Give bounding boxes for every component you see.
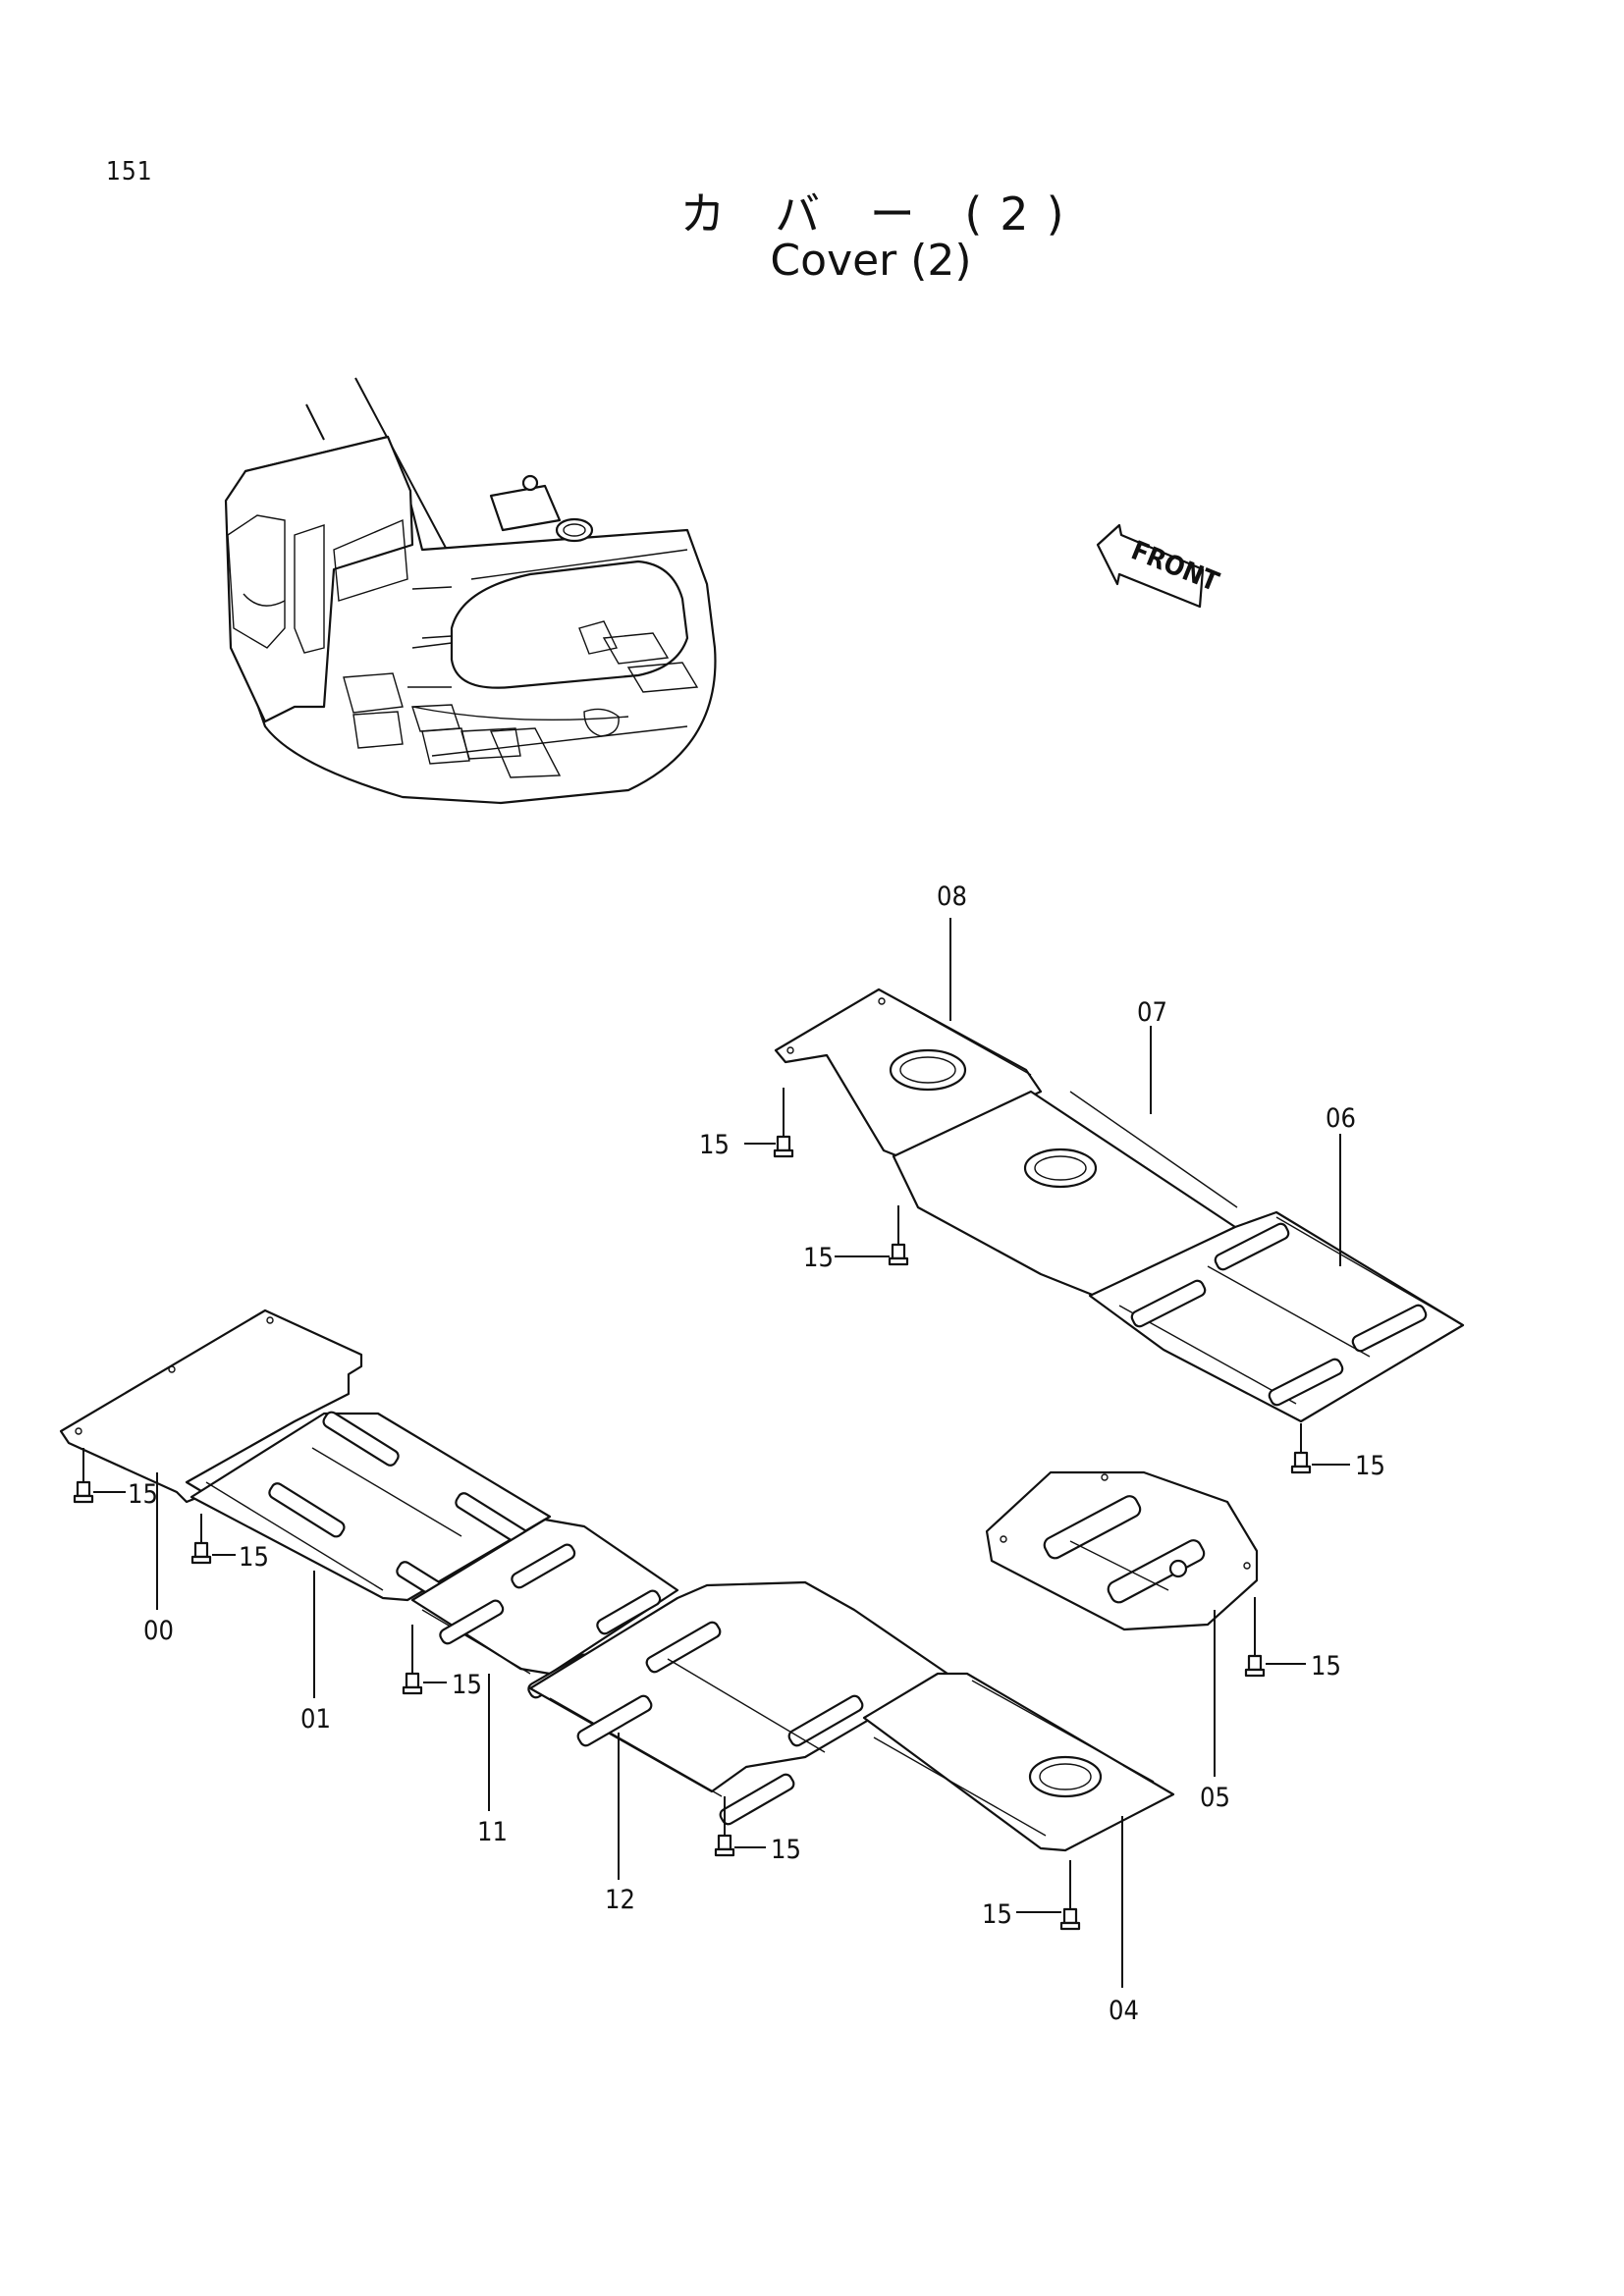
cover-part-04	[862, 1672, 1175, 1852]
upper-cover-assembly	[774, 988, 1465, 1423]
callout-15: 15	[239, 1542, 269, 1573]
cover-part-00	[59, 1308, 363, 1504]
callout-15: 15	[1311, 1651, 1341, 1682]
callout-15: 15	[771, 1835, 801, 1865]
callout-15: 15	[803, 1243, 834, 1273]
title-english: Cover (2)	[770, 236, 972, 286]
callout-15: 15	[982, 1899, 1012, 1930]
bolt-icon	[190, 1514, 212, 1565]
callout-15: 15	[1355, 1451, 1385, 1481]
callout-11: 11	[477, 1817, 508, 1847]
excavator-overview	[224, 377, 717, 805]
bolt-icon	[1244, 1597, 1266, 1678]
bolts	[73, 1088, 1312, 1931]
cover-part-12	[528, 1580, 949, 1793]
bolt-icon	[402, 1625, 423, 1695]
lower-cover-assembly	[59, 1308, 1175, 1852]
callout-15: 15	[128, 1479, 158, 1510]
bolt-icon	[1059, 1860, 1081, 1931]
leader-lines	[93, 918, 1350, 1988]
front-direction-arrow: FRONT	[1096, 523, 1223, 609]
title-japanese: カ バ ー (2)	[679, 187, 1082, 240]
callout-00: 00	[143, 1616, 174, 1646]
bolt-icon	[1290, 1423, 1312, 1474]
bolt-icon	[888, 1205, 909, 1266]
cover-part-01	[189, 1412, 552, 1602]
bolt-icon	[714, 1796, 735, 1857]
callout-12: 12	[605, 1885, 635, 1915]
bolt-icon	[73, 1448, 94, 1504]
callout-15: 15	[699, 1130, 730, 1160]
cover-part-05	[985, 1470, 1259, 1631]
callout-08: 08	[937, 881, 967, 912]
callout-05: 05	[1200, 1783, 1230, 1813]
callout-06: 06	[1326, 1103, 1356, 1134]
page-number: 151	[106, 157, 153, 187]
cover-part-11	[410, 1518, 679, 1676]
callout-15: 15	[452, 1670, 482, 1700]
callout-07: 07	[1137, 997, 1167, 1028]
bolt-icon	[773, 1088, 794, 1158]
callout-01: 01	[300, 1704, 331, 1735]
callout-labels: 08 07 06 00 01 11 12 04 05 15 15 15 15 1…	[128, 881, 1385, 2026]
callout-04: 04	[1109, 1996, 1139, 2026]
